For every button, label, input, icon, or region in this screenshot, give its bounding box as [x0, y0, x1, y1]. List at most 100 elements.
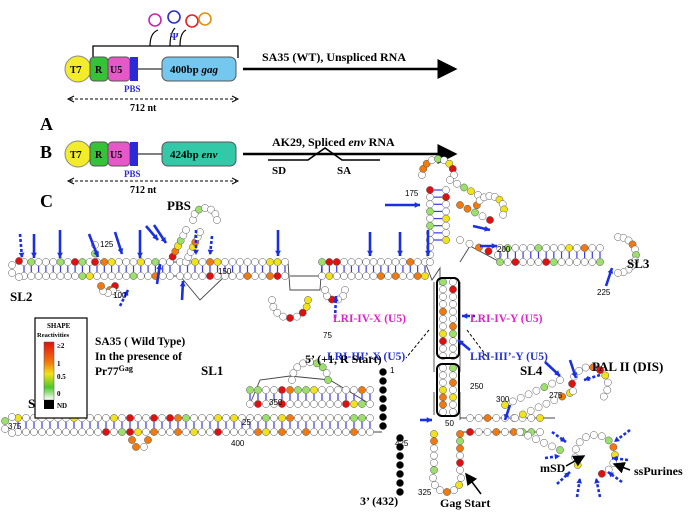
gag-gene-size: 400bp: [170, 64, 199, 76]
svg-text:125: 125: [100, 240, 114, 249]
nucleotide: [350, 414, 358, 422]
nucleotide: [524, 431, 532, 440]
nucleotide: [206, 258, 214, 266]
panel-b-letter: B: [40, 142, 52, 162]
nucleotide: [573, 461, 582, 469]
nucleotide: [466, 428, 474, 436]
nucleotide: [601, 371, 610, 380]
nucleotide: [439, 400, 447, 409]
nucleotide: [391, 272, 400, 280]
nucleotide: [8, 261, 16, 269]
nucleotide: [213, 216, 221, 224]
nucleotide: [379, 368, 387, 376]
shape-arrowhead: [564, 472, 570, 478]
nucleotide: [8, 413, 16, 421]
nucleotide: [91, 258, 99, 266]
nucleotide: [34, 258, 43, 266]
nucleotide: [449, 315, 457, 323]
nucleotide: [326, 414, 334, 422]
nucleotide: [519, 258, 527, 266]
nucleotide: [501, 401, 509, 409]
nucleotide: [294, 414, 302, 422]
nucleotide: [63, 258, 72, 266]
nucleotide: [384, 272, 393, 280]
nucleotide-layer: [1, 155, 640, 496]
nucleotide: [396, 434, 404, 442]
svg-text:100: 100: [113, 291, 127, 300]
svg-text:400: 400: [231, 439, 245, 448]
shape-arrowhead: [554, 370, 560, 376]
shape-arrowhead: [367, 250, 373, 256]
nucleotide: [430, 437, 438, 446]
nucleotide: [334, 414, 342, 422]
nucleotide: [439, 285, 447, 294]
nucleotide: [550, 396, 559, 404]
nucleotide: [254, 428, 262, 436]
gag-start-pointer: [465, 472, 482, 495]
pbs-region-a: [130, 57, 138, 81]
nucleotide: [342, 414, 350, 422]
nucleotide: [540, 438, 548, 447]
nucleotide: [442, 207, 450, 216]
nucleotide: [236, 258, 244, 266]
nucleotide: [334, 400, 342, 408]
lri-iv-box: [436, 277, 460, 359]
nucleotide: [243, 258, 252, 266]
nucleotide: [151, 258, 160, 266]
nucleotide: [342, 428, 350, 436]
nucleotide: [70, 428, 78, 436]
nucleotide: [439, 300, 447, 309]
nucleotide: [326, 386, 334, 394]
nucleotide: [132, 443, 140, 451]
nucleotide: [134, 428, 142, 436]
nucleotide: [366, 428, 374, 436]
shape-arrow: [556, 471, 571, 485]
nucleotide: [273, 308, 282, 317]
nucleotide: [556, 376, 564, 384]
nucleotide: [8, 269, 16, 277]
nucleotide: [358, 386, 366, 394]
nucleotide: [270, 400, 278, 408]
nucleotide: [442, 200, 450, 209]
shape-arrowhead: [152, 234, 158, 240]
nucleotide: [496, 244, 504, 252]
shape-arrowhead: [156, 264, 163, 270]
nucleotide: [122, 272, 131, 280]
nucleotide: [107, 258, 116, 266]
nucleotide: [430, 466, 438, 474]
nucleotide: [97, 282, 105, 290]
shape-arrowhead: [608, 472, 614, 478]
svg-text:50: 50: [445, 419, 454, 428]
nucleotide: [456, 236, 464, 244]
transcript-label-b-tail: RNA: [366, 135, 395, 149]
shape-arrowhead: [425, 250, 431, 256]
nucleotide: [318, 272, 326, 280]
nucleotide: [93, 272, 101, 280]
nucleotide: [511, 244, 520, 252]
shape-arrowhead: [462, 313, 468, 319]
nucleotide: [262, 400, 270, 408]
nucleotide: [556, 446, 564, 454]
nucleotide: [49, 258, 58, 266]
nucleotide: [326, 400, 334, 408]
nucleotide: [34, 272, 43, 280]
nucleotide: [118, 428, 126, 436]
nucleotide: [326, 428, 334, 436]
length-label-b: 712 nt: [130, 185, 157, 196]
svg-text:424bp env: 424bp env: [170, 149, 218, 161]
nucleotide: [463, 204, 472, 213]
nucleotide: [609, 443, 618, 451]
svg-text:350: 350: [269, 398, 283, 407]
nucleotide: [571, 445, 580, 454]
psi-symbol: Ψ: [170, 31, 179, 43]
nucleotide: [516, 394, 525, 402]
nucleotide: [262, 414, 270, 422]
nucleotide: [478, 212, 487, 221]
nucleotide: [426, 193, 434, 201]
nucleotide: [293, 312, 301, 321]
nucleotide: [221, 258, 229, 266]
nucleotide: [588, 244, 597, 252]
nucleotide: [206, 428, 214, 436]
sl3-label: SL3: [627, 256, 650, 271]
nucleotide: [450, 171, 458, 179]
